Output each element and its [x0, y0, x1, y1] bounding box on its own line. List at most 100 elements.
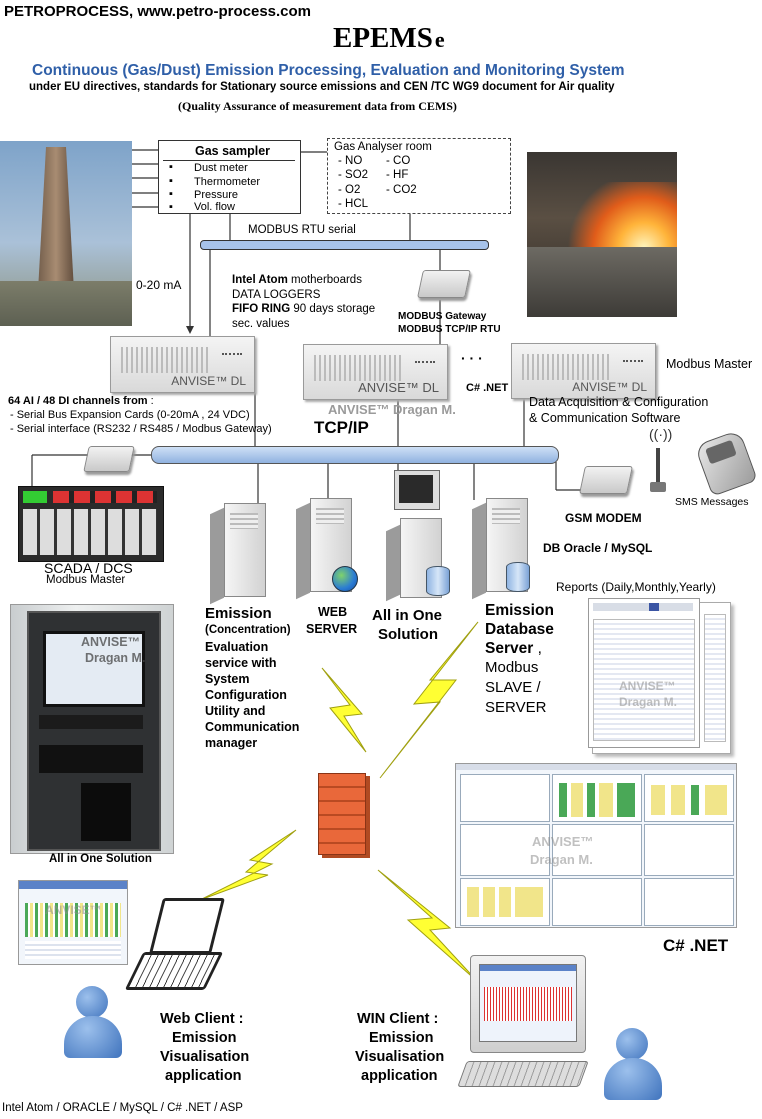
web-client-label-2: Emission: [172, 1030, 237, 1046]
laptop-screen: [149, 898, 225, 954]
globe-icon: [332, 566, 358, 592]
win-keyboard: [457, 1061, 589, 1087]
emission-service-line-6: Communication: [205, 720, 300, 734]
dash-chart-2-bars: [651, 785, 727, 815]
reports-label: Reports (Daily,Monthly,Yearly): [556, 580, 716, 594]
dash-panel-3: [552, 824, 642, 876]
win-monitor-screen: [479, 964, 577, 1042]
cabinet-wm-2: Dragan M.: [85, 651, 146, 665]
qa-line: (Quality Assurance of measurement data f…: [178, 99, 457, 113]
tower4-side: [472, 502, 486, 600]
dash-chart-3: [460, 878, 550, 926]
win-screen-bar: [480, 965, 576, 971]
gsm-modem-device: [579, 466, 633, 494]
report-header-bar: [593, 603, 693, 611]
dash-menu: [456, 764, 736, 770]
win-monitor-bezel: [470, 955, 586, 1053]
report-wm-2: Dragan M.: [619, 695, 678, 709]
emission-service-sub: (Concentration): [205, 624, 291, 636]
analyser-no: - NO: [338, 155, 363, 167]
gas-sampler-box: Gas sampler ▪ Dust meter ▪ Thermometer ▪…: [158, 140, 301, 214]
product-suffix: e: [434, 27, 445, 52]
analyser-co: - CO: [386, 155, 411, 167]
db-server-label-1: Emission: [485, 602, 554, 619]
analyser-o2: - O2: [338, 184, 361, 196]
sampler-bullet-3: ▪: [169, 188, 173, 200]
web-shot-table: [25, 941, 121, 959]
sampler-bullet-1: ▪: [169, 161, 173, 173]
web-user-icon: [64, 986, 122, 1060]
dash-chart-2: [644, 774, 734, 822]
dash-panel-5: [552, 878, 642, 926]
emission-service-server: [210, 503, 266, 605]
analyser-co2: - CO2: [386, 184, 417, 196]
web-shot-bar: [19, 881, 127, 889]
rack-monitor: [43, 631, 145, 707]
data-logger-unit-2: ANVISE™ DL: [303, 344, 448, 400]
lightning-2: [379, 621, 479, 779]
emission-service-title: Emission: [205, 605, 272, 622]
dashboard-screenshot: ANVISE™ Dragan M.: [455, 763, 737, 928]
gas-sampler-title: Gas sampler: [195, 144, 271, 158]
modbus-gateway-device: [417, 270, 471, 298]
antenna-waves: ((·)): [649, 426, 673, 442]
report-logo: [649, 603, 659, 611]
db-oracle-label: DB Oracle / MySQL: [543, 541, 653, 555]
scada-red-row: [53, 491, 157, 503]
db-server-label-5: SLAVE /: [485, 679, 541, 696]
dl1-grill: [121, 347, 211, 373]
antenna-base: [650, 482, 666, 492]
web-server-label-1: WEB: [318, 605, 348, 619]
win-client-label-4: application: [361, 1068, 438, 1084]
dash-wm-2: Dragan M.: [530, 852, 593, 867]
dl3-grill: [522, 354, 612, 380]
dl2-label: ANVISE™ DL: [358, 380, 439, 395]
emission-service-line-7: manager: [205, 736, 258, 750]
db-server-label-4: Modbus: [485, 659, 539, 676]
furnace-structure: [527, 247, 677, 317]
atom-bold: Intel Atom: [232, 274, 288, 286]
gateway-label-2: MODBUS TCP/IP RTU: [398, 324, 501, 335]
channels-title-bold: 64 AI / 48 DI channels from: [8, 395, 148, 407]
db-server-comma: ,: [533, 640, 542, 657]
ma-label: 0-20 mA: [136, 278, 182, 292]
report-wm-1: ANVISE™: [619, 679, 676, 693]
csharp-net-small: C# .NET: [466, 382, 509, 394]
analyser-title: Gas Analyser room: [334, 141, 432, 153]
web-server: [296, 498, 358, 600]
report-doc-front: ANVISE™ Dragan M.: [588, 598, 700, 748]
laptop-base: [124, 952, 224, 990]
company-line: PETROPROCESS, www.petro-process.com: [4, 3, 312, 20]
web-client-label-4: application: [165, 1068, 242, 1084]
database-server: [472, 498, 532, 600]
db-server-label-6: SERVER: [485, 699, 547, 716]
win-client-label-3: Visualisation: [355, 1049, 445, 1065]
furnace-photo: [527, 152, 677, 317]
monitor-screen: [399, 475, 433, 503]
dl1-leds: [222, 347, 242, 355]
dl3-label: ANVISE™ DL: [572, 380, 647, 394]
tcpip-label: TCP/IP: [314, 418, 369, 437]
product-title: EPEMSe: [333, 22, 445, 55]
chimney-photo: [0, 141, 132, 326]
emission-service-line-3: System: [205, 672, 250, 686]
database-cylinder-1: [426, 566, 450, 596]
rack-unit-2: [81, 783, 131, 841]
dash-panel-4: [644, 824, 734, 876]
phone-screen: [705, 439, 737, 465]
dash-chart-1-bars: [559, 783, 635, 817]
emission-service-line-4: Configuration: [205, 688, 287, 702]
arrowhead-ma: [186, 326, 194, 334]
fifo-rest: 90 days storage: [290, 303, 376, 315]
ellipsis-dots: · · ·: [461, 350, 483, 366]
sampler-item-pressure: Pressure: [194, 189, 239, 201]
system-subtitle: Continuous (Gas/Dust) Emission Processin…: [32, 62, 625, 79]
directives-line: under EU directives, standards for Stati…: [29, 81, 615, 93]
building-roof: [0, 281, 132, 326]
web-client-label-1: Web Client :: [160, 1011, 244, 1027]
dash-panel-2: [460, 824, 550, 876]
db-server-label-2: Database: [485, 621, 554, 638]
rack-keyboard: [39, 715, 143, 729]
win-client-label-2: Emission: [369, 1030, 434, 1046]
dl2-leds: [415, 355, 435, 363]
